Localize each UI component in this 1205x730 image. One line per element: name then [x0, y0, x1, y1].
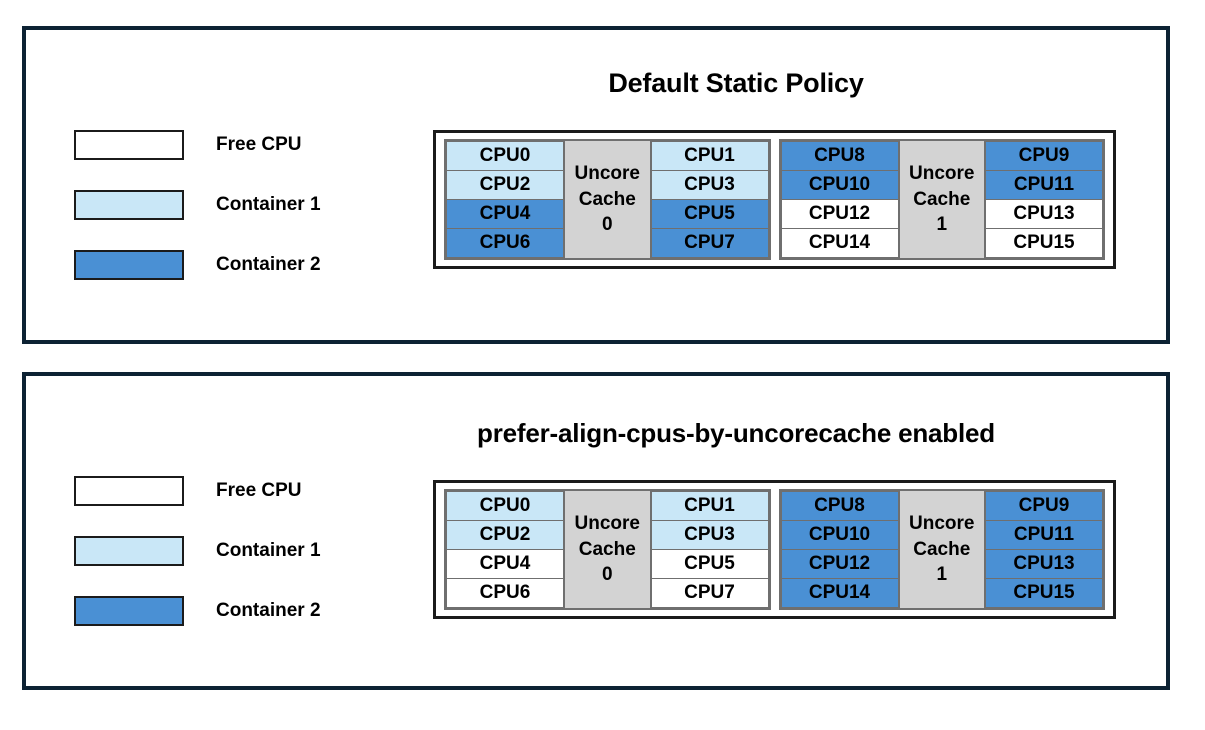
cpu-cell: CPU9 [985, 141, 1103, 171]
cache-line-3: 0 [601, 214, 613, 236]
cpu-cell: CPU11 [985, 170, 1103, 200]
legend-swatch-free-cpu [74, 476, 184, 506]
cpu-column-left: CPU0 CPU2 CPU4 CPU6 [446, 141, 564, 258]
legend-swatch-container-2 [74, 596, 184, 626]
legend-item-container-2: Container 2 [74, 592, 321, 630]
cache-line-3: 0 [601, 564, 613, 586]
legend-swatch-container-2 [74, 250, 184, 280]
cpu-cell: CPU5 [650, 549, 769, 579]
cache-line-3: 1 [936, 564, 948, 586]
uncore-cache-label: Uncore Cache 0 [564, 491, 651, 608]
legend-label-free-cpu: Free CPU [216, 134, 302, 155]
cache-line-1: Uncore [574, 513, 640, 535]
uncore-cache-group-1: CPU8 CPU10 CPU12 CPU14 Uncore Cache 1 CP… [778, 489, 1105, 610]
panel-default-static-policy: Default Static Policy Free CPU Container… [22, 26, 1170, 344]
cpu-cell: CPU3 [650, 520, 769, 550]
cpu-cell: CPU10 [780, 170, 899, 200]
cpu-column-right: CPU9 CPU11 CPU13 CPU15 [985, 491, 1103, 608]
legend-swatch-container-1 [74, 190, 184, 220]
uncore-cache-label: Uncore Cache 0 [564, 141, 651, 258]
cpu-column-right: CPU9 CPU11 CPU13 CPU15 [985, 141, 1103, 258]
legend-label-container-1: Container 1 [216, 540, 321, 561]
uncore-cache-label: Uncore Cache 1 [898, 141, 985, 258]
cpu-column-right: CPU1 CPU3 CPU5 CPU7 [650, 491, 769, 608]
uncore-cache-group-0: CPU0 CPU2 CPU4 CPU6 Uncore Cache 0 CPU1 … [444, 139, 771, 260]
cpu-cell: CPU4 [446, 549, 564, 579]
cpu-cell: CPU13 [985, 549, 1103, 579]
cpu-cell: CPU15 [985, 578, 1103, 608]
cache-line-1: Uncore [909, 513, 975, 535]
cpu-cell: CPU2 [446, 170, 564, 200]
cache-line-2: Cache [578, 538, 636, 560]
cpu-column-left: CPU8 CPU10 CPU12 CPU14 [780, 491, 899, 608]
uncore-cache-group-1: CPU8 CPU10 CPU12 CPU14 Uncore Cache 1 CP… [778, 139, 1105, 260]
cpu-topology-diagram: CPU0 CPU2 CPU4 CPU6 Uncore Cache 0 CPU1 … [433, 480, 1116, 619]
page-title: Default Static Policy [608, 68, 864, 98]
cache-line-3: 1 [936, 214, 948, 236]
legend-item-container-1: Container 1 [74, 186, 321, 224]
cpu-cell: CPU0 [446, 141, 564, 171]
cpu-cell: CPU10 [780, 520, 899, 550]
cpu-cell: CPU11 [985, 520, 1103, 550]
cpu-cell: CPU6 [446, 578, 564, 608]
cpu-cell: CPU14 [780, 228, 899, 258]
cpu-cell: CPU5 [650, 199, 769, 229]
cpu-cell: CPU6 [446, 228, 564, 258]
cpu-cell: CPU1 [650, 141, 769, 171]
uncore-cache-group-0: CPU0 CPU2 CPU4 CPU6 Uncore Cache 0 CPU1 … [444, 489, 771, 610]
uncore-cache-label: Uncore Cache 1 [898, 491, 985, 608]
legend-item-free-cpu: Free CPU [74, 126, 321, 164]
legend: Free CPU Container 1 Container 2 [74, 472, 321, 652]
cpu-cell: CPU2 [446, 520, 564, 550]
cpu-cell: CPU14 [780, 578, 899, 608]
cache-line-1: Uncore [909, 163, 975, 185]
cpu-column-right: CPU1 CPU3 CPU5 CPU7 [650, 141, 769, 258]
cpu-cell: CPU8 [780, 491, 899, 521]
panel-prefer-align-cpus-by-uncorecache: prefer-align-cpus-by-uncorecache enabled… [22, 372, 1170, 690]
legend-swatch-container-1 [74, 536, 184, 566]
cpu-cell: CPU15 [985, 228, 1103, 258]
legend-item-container-2: Container 2 [74, 246, 321, 284]
cpu-column-left: CPU8 CPU10 CPU12 CPU14 [780, 141, 899, 258]
cpu-cell: CPU3 [650, 170, 769, 200]
cpu-cell: CPU7 [650, 578, 769, 608]
cpu-topology-diagram: CPU0 CPU2 CPU4 CPU6 Uncore Cache 0 CPU1 … [433, 130, 1116, 269]
cpu-cell: CPU4 [446, 199, 564, 229]
cpu-cell: CPU0 [446, 491, 564, 521]
page-title: prefer-align-cpus-by-uncorecache enabled [477, 418, 995, 448]
cpu-cell: CPU8 [780, 141, 899, 171]
legend-swatch-free-cpu [74, 130, 184, 160]
legend-label-free-cpu: Free CPU [216, 480, 302, 501]
cpu-cell: CPU12 [780, 199, 899, 229]
cpu-cell: CPU1 [650, 491, 769, 521]
legend-item-container-1: Container 1 [74, 532, 321, 570]
cache-line-2: Cache [578, 188, 636, 210]
cpu-cell: CPU13 [985, 199, 1103, 229]
legend-label-container-2: Container 2 [216, 600, 321, 621]
cache-line-2: Cache [913, 538, 971, 560]
legend: Free CPU Container 1 Container 2 [74, 126, 321, 306]
cpu-cell: CPU12 [780, 549, 899, 579]
cache-line-1: Uncore [574, 163, 640, 185]
legend-label-container-2: Container 2 [216, 254, 321, 275]
legend-item-free-cpu: Free CPU [74, 472, 321, 510]
cpu-cell: CPU9 [985, 491, 1103, 521]
cpu-cell: CPU7 [650, 228, 769, 258]
cache-line-2: Cache [913, 188, 971, 210]
legend-label-container-1: Container 1 [216, 194, 321, 215]
cpu-column-left: CPU0 CPU2 CPU4 CPU6 [446, 491, 564, 608]
